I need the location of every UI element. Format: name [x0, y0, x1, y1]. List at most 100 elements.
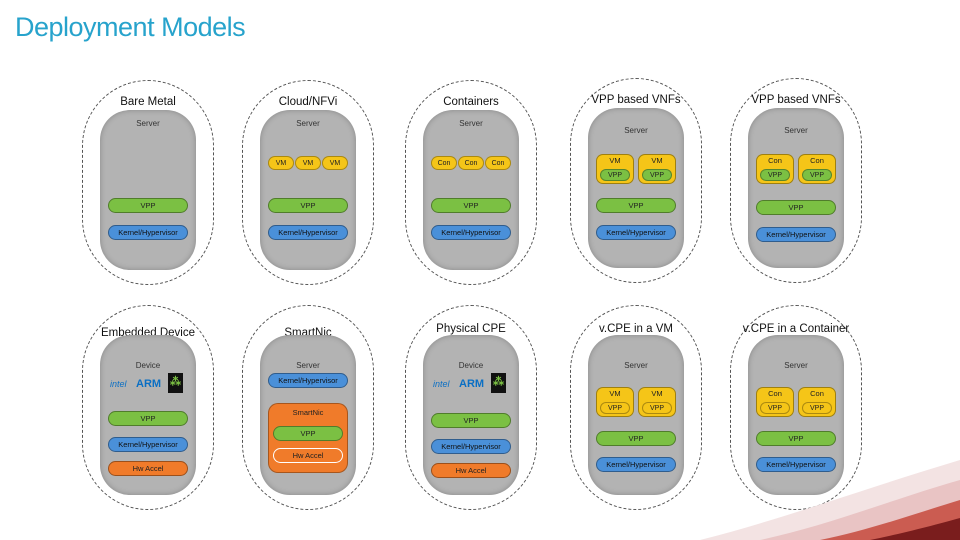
con-with-vpp: Con VPP: [798, 154, 836, 184]
vpp-inner: VPP: [642, 402, 672, 414]
con-with-vpp: Con VPP: [798, 387, 836, 417]
vpp-inner: VPP: [802, 169, 832, 181]
vm-with-vpp: VM VPP: [638, 154, 676, 184]
vpp-bar: VPP: [431, 198, 511, 213]
kernel-bar: Kernel/Hypervisor: [431, 439, 511, 454]
model-title: VPP based VNFs: [591, 94, 681, 106]
model-vcpe-vm: v.CPE in a VM Server VM VPP VM VPP VPP K…: [570, 305, 702, 510]
server-box: Server VM VM VM VPP Kernel/Hypervisor: [260, 110, 356, 270]
vpp-bar: VPP: [108, 198, 188, 213]
vm-pill: VM: [295, 156, 321, 170]
vm-label: VM: [609, 389, 621, 398]
kernel-bar: Kernel/Hypervisor: [431, 225, 511, 240]
kernel-bar: Kernel/Hypervisor: [108, 437, 188, 452]
model-embedded-device: Embedded Device Device intel ARM ⁂ VPP K…: [82, 305, 214, 510]
con-label: Con: [768, 156, 782, 165]
intel-logo: intel: [110, 379, 127, 389]
model-title: v.CPE in a VM: [599, 323, 673, 335]
kernel-bar: Kernel/Hypervisor: [596, 225, 676, 240]
server-box: Server Con VPP Con VPP VPP Kernel/Hyperv…: [748, 335, 844, 495]
page-title: Deployment Models: [15, 12, 246, 42]
kernel-bar: Kernel/Hypervisor: [756, 227, 836, 242]
server-label: Server: [296, 119, 320, 128]
vpp-inner: VPP: [760, 169, 790, 181]
kernel-bar: Kernel/Hypervisor: [756, 457, 836, 472]
vendor-logos: intel ARM ⁂: [108, 373, 188, 395]
model-cloud-nfvi: Cloud/NFVi Server VM VM VM VPP Kernel/Hy…: [242, 80, 374, 285]
vpp-bar: VPP: [108, 411, 188, 426]
con-label: Con: [768, 389, 782, 398]
vm-with-vpp: VM VPP: [638, 387, 676, 417]
model-vpp-vnf-con: VPP based VNFs Server Con VPP Con VPP VP…: [730, 78, 862, 283]
model-title: VPP based VNFs: [751, 94, 841, 106]
model-bare-metal: Bare Metal Server VPP Kernel/Hypervisor: [82, 80, 214, 285]
kernel-bar: Kernel/Hypervisor: [108, 225, 188, 240]
server-label: Server: [784, 361, 808, 370]
con-pill: Con: [431, 156, 457, 170]
vpp-inner: VPP: [760, 402, 790, 414]
intel-logo: intel: [433, 379, 450, 389]
server-label: Server: [459, 119, 483, 128]
model-vpp-vnf-vm: VPP based VNFs Server VM VPP VM VPP VPP …: [570, 78, 702, 283]
server-label: Server: [784, 126, 808, 135]
vpp-inner: VPP: [802, 402, 832, 414]
vpp-bar: VPP: [596, 431, 676, 446]
arm-logo: ARM: [136, 378, 162, 390]
smartnic-label: SmartNic: [292, 408, 324, 417]
server-label: Server: [624, 361, 648, 370]
vm-pill: VM: [322, 156, 348, 170]
model-vcpe-container: v.CPE in a Container Server Con VPP Con …: [730, 305, 862, 510]
con-label: Con: [810, 156, 824, 165]
vm-label: VM: [651, 156, 663, 165]
chip-logo-icon: ⁂: [491, 373, 506, 393]
server-box: Server VM VPP VM VPP VPP Kernel/Hypervis…: [588, 335, 684, 495]
vpp-inner: VPP: [642, 169, 672, 181]
vpp-bar: VPP: [268, 198, 348, 213]
server-label: Server: [296, 361, 320, 370]
smartnic-block: SmartNic VPP Hw Accel: [268, 403, 348, 473]
vm-with-vpp: VM VPP: [596, 154, 634, 184]
arm-logo: ARM: [459, 378, 485, 390]
device-box: Device intel ARM ⁂ VPP Kernel/Hypervisor…: [423, 335, 519, 495]
model-title: v.CPE in a Container: [742, 323, 850, 335]
decorative-swoosh: [700, 460, 960, 540]
vpp-inner: VPP: [600, 402, 630, 414]
vm-with-vpp: VM VPP: [596, 387, 634, 417]
vm-pill: VM: [268, 156, 294, 170]
server-box: Server Con Con Con VPP Kernel/Hypervisor: [423, 110, 519, 270]
kernel-bar: Kernel/Hypervisor: [268, 373, 348, 388]
model-physical-cpe: Physical CPE Device intel ARM ⁂ VPP Kern…: [405, 305, 537, 510]
model-title: Containers: [443, 96, 499, 108]
kernel-bar: Kernel/Hypervisor: [596, 457, 676, 472]
kernel-bar: Kernel/Hypervisor: [268, 225, 348, 240]
server-label: Server: [136, 119, 160, 128]
hw-accel-bar: Hw Accel: [273, 448, 343, 463]
model-containers: Containers Server Con Con Con VPP Kernel…: [405, 80, 537, 285]
model-title: Physical CPE: [436, 323, 506, 335]
con-with-vpp: Con VPP: [756, 387, 794, 417]
server-box: Server VM VPP VM VPP VPP Kernel/Hypervis…: [588, 108, 684, 268]
device-box: Device intel ARM ⁂ VPP Kernel/Hypervisor…: [100, 335, 196, 495]
vm-label: VM: [651, 389, 663, 398]
vpp-inner: VPP: [600, 169, 630, 181]
con-with-vpp: Con VPP: [756, 154, 794, 184]
device-label: Device: [135, 361, 161, 370]
server-box: Server VPP Kernel/Hypervisor: [100, 110, 196, 270]
vendor-logos: intel ARM ⁂: [431, 373, 511, 395]
vpp-bar: VPP: [431, 413, 511, 428]
vpp-bar: VPP: [596, 198, 676, 213]
con-label: Con: [810, 389, 824, 398]
model-title: Bare Metal: [120, 96, 176, 108]
hw-accel-bar: Hw Accel: [108, 461, 188, 476]
server-box: Server Con VPP Con VPP VPP Kernel/Hyperv…: [748, 108, 844, 268]
vm-label: VM: [609, 156, 621, 165]
con-pill: Con: [485, 156, 511, 170]
vpp-bar: VPP: [273, 426, 343, 441]
model-smartnic: SmartNic Server Kernel/Hypervisor SmartN…: [242, 305, 374, 510]
server-label: Server: [624, 126, 648, 135]
device-label: Device: [458, 361, 484, 370]
server-box: Server Kernel/Hypervisor SmartNic VPP Hw…: [260, 335, 356, 495]
vpp-bar: VPP: [756, 431, 836, 446]
model-title: Cloud/NFVi: [278, 96, 338, 108]
con-pill: Con: [458, 156, 484, 170]
